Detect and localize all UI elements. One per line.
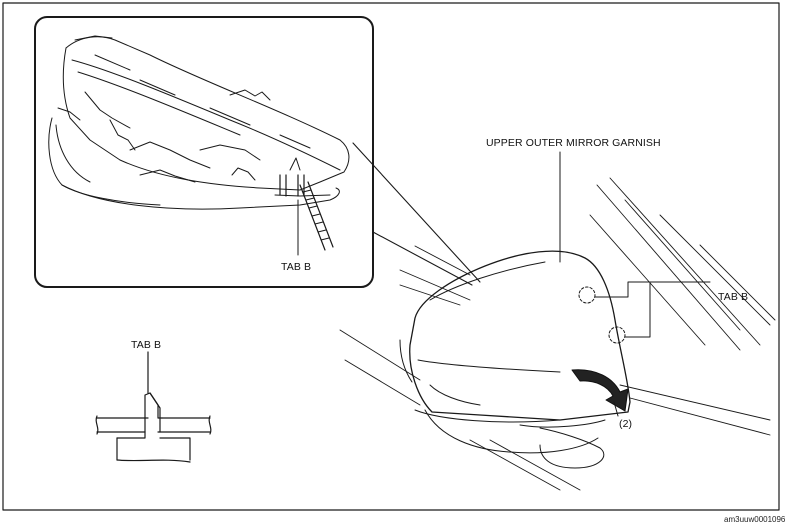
- tab-b-marker-2: [608, 326, 626, 344]
- tab-b-main-label: TAB B: [718, 291, 749, 303]
- inset-mirror-illustration: [48, 35, 350, 256]
- figure-reference-label: am3uuw0001096: [724, 515, 786, 524]
- tab-b-section-label: TAB B: [131, 339, 162, 351]
- rotation-arrow: [571, 369, 629, 412]
- tab-b-marker-1: [578, 286, 596, 304]
- inset-detail-frame: [34, 16, 374, 288]
- main-mirror-illustration: [339, 151, 776, 491]
- tab-section-view: [95, 351, 212, 463]
- upper-garnish-label: UPPER OUTER MIRROR GARNISH: [486, 137, 661, 149]
- callout-lines: [352, 142, 481, 286]
- step-number-label: (2): [619, 418, 633, 430]
- tab-b-inset-label: TAB B: [281, 261, 312, 273]
- outer-frame: [2, 2, 780, 511]
